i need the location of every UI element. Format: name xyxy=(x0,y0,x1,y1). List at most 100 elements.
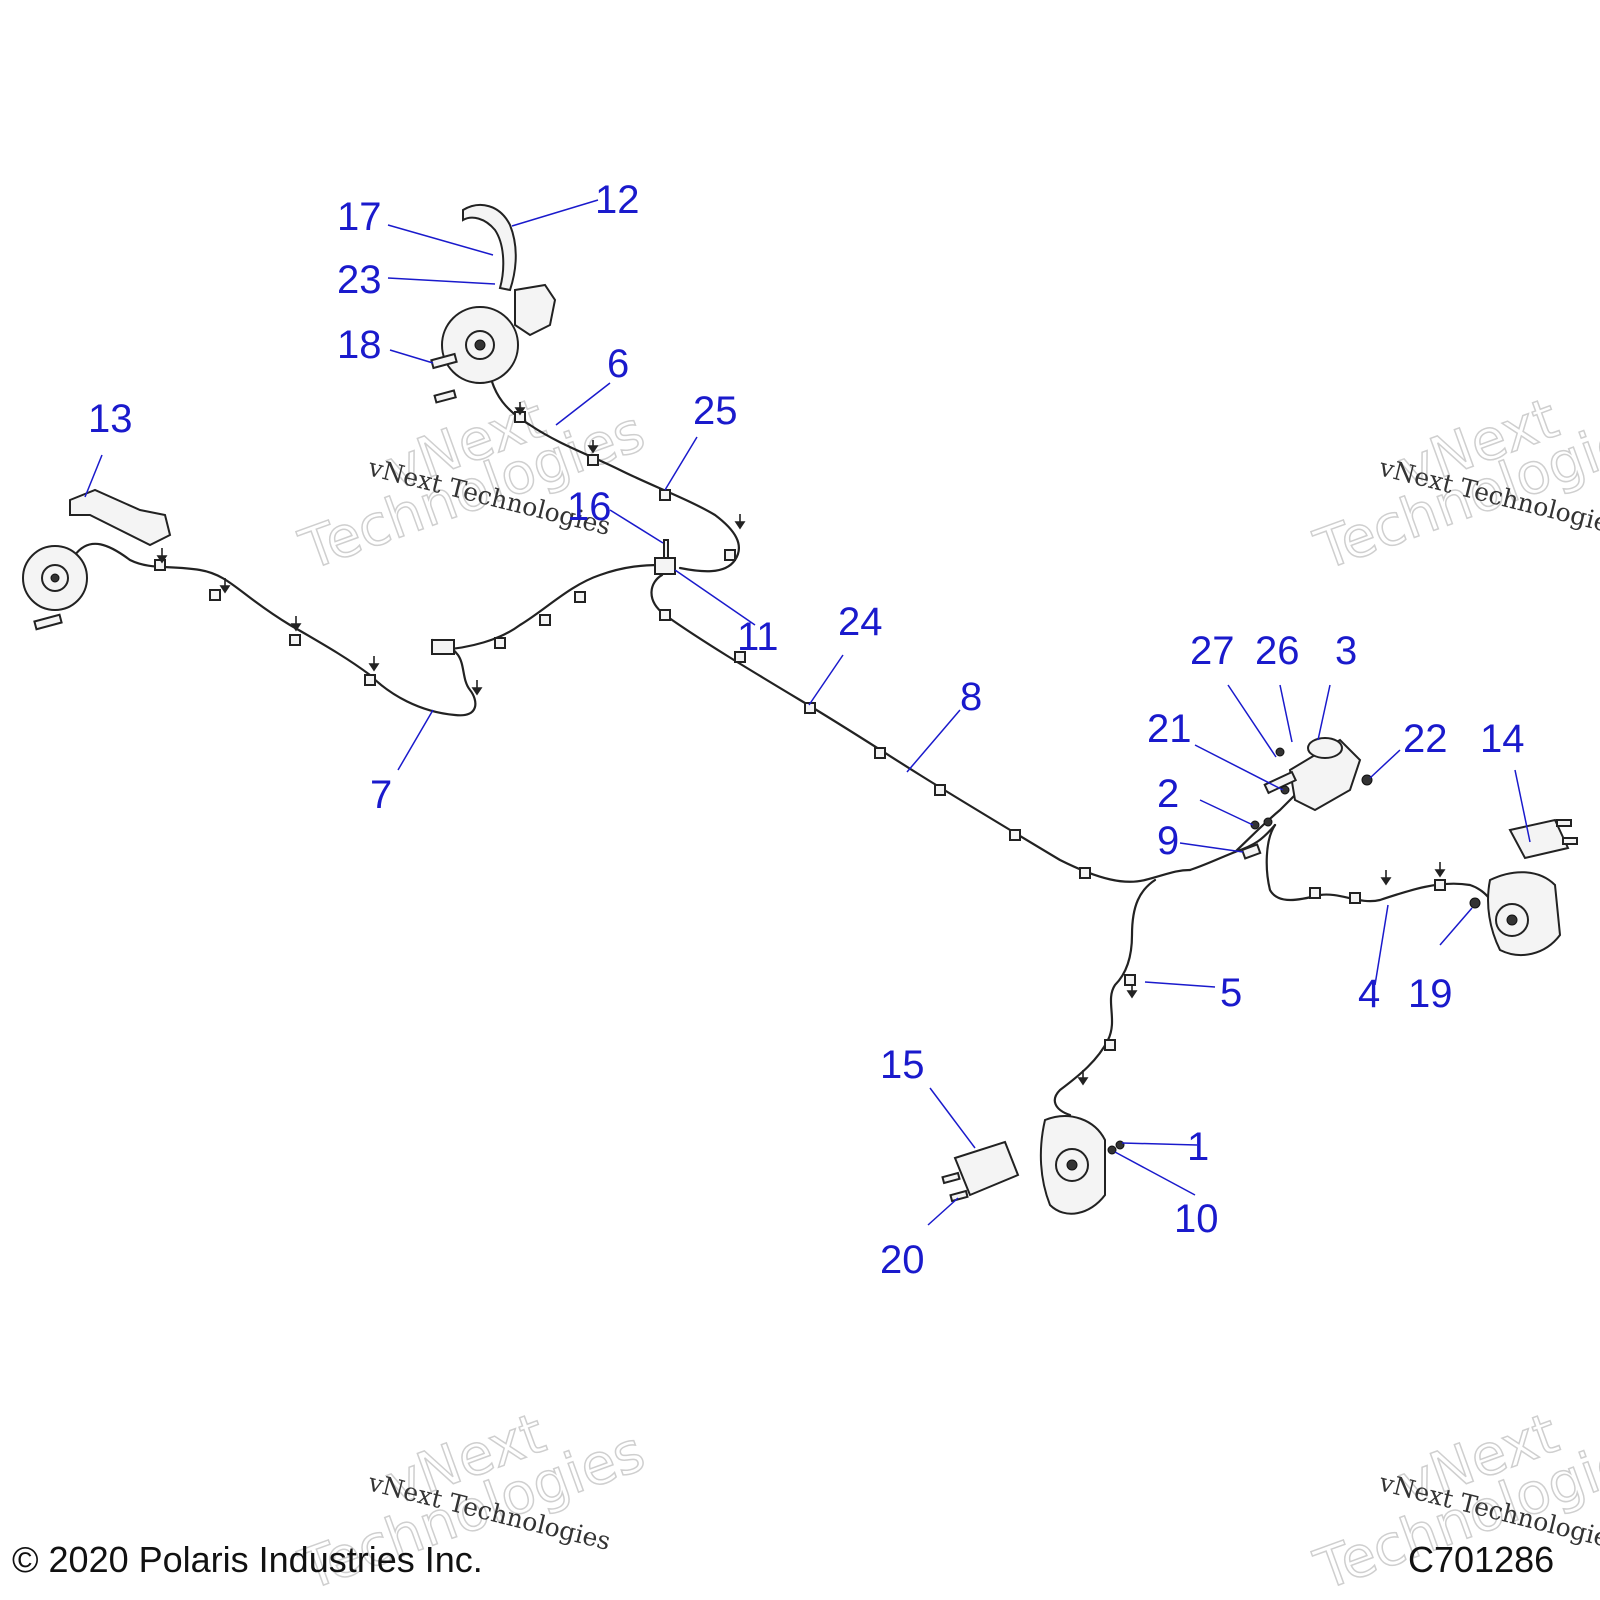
clip xyxy=(734,651,746,663)
callout-14: 14 xyxy=(1480,717,1525,761)
part-11-junction-block xyxy=(654,539,676,575)
leader-17 xyxy=(387,224,494,256)
clip xyxy=(1079,867,1091,879)
line-clips xyxy=(154,411,1446,1051)
leader-27 xyxy=(1227,684,1277,758)
leader-12 xyxy=(511,199,599,227)
callout-22: 22 xyxy=(1403,717,1448,761)
leader-20 xyxy=(927,1197,959,1226)
leader-5 xyxy=(1144,981,1216,988)
callout-2: 2 xyxy=(1157,772,1179,816)
callout-6: 6 xyxy=(607,342,629,386)
callout-17: 17 xyxy=(337,195,382,239)
clip xyxy=(209,589,221,601)
callout-23: 23 xyxy=(337,258,382,302)
leader-10 xyxy=(1114,1151,1196,1196)
leader-11 xyxy=(674,569,756,626)
callout-24: 24 xyxy=(838,600,883,644)
part-15-shield xyxy=(941,1140,1020,1203)
down-arrow-icon xyxy=(1380,870,1392,886)
clip xyxy=(1124,974,1136,986)
brake-line-7 xyxy=(73,542,477,717)
down-arrow-icon xyxy=(587,440,599,454)
brake-line-5 xyxy=(1053,878,1157,1117)
leader-24 xyxy=(808,654,844,706)
part-fittings xyxy=(1240,785,1290,860)
brake-lines xyxy=(73,373,1497,1117)
down-arrow-icon xyxy=(219,578,231,594)
leader-8 xyxy=(906,709,961,773)
callout-11: 11 xyxy=(737,615,779,659)
callout-8: 8 xyxy=(960,675,982,719)
callout-numbers: 1 2 3 4 5 6 7 8 9 10 11 12 13 14 15 16 1… xyxy=(88,178,1525,1282)
down-arrow-icon xyxy=(1434,862,1446,878)
part-line-bracket xyxy=(431,639,455,655)
part-12-shield xyxy=(462,204,517,292)
leader-21 xyxy=(1194,744,1284,791)
watermark-group: vNext Technologies vNext Technologies vN… xyxy=(291,385,1600,1600)
clip xyxy=(494,637,506,649)
leader-7 xyxy=(397,709,434,771)
clip xyxy=(574,591,586,603)
brake-line-9 xyxy=(1188,823,1277,872)
fastener-arrows xyxy=(156,402,1446,1086)
clip xyxy=(539,614,551,626)
callout-10: 10 xyxy=(1174,1197,1219,1241)
leader-15 xyxy=(929,1087,976,1149)
clip xyxy=(874,747,886,759)
down-arrow-icon xyxy=(514,402,526,416)
callout-15: 15 xyxy=(880,1043,925,1087)
callout-13: 13 xyxy=(88,397,133,441)
callout-4: 4 xyxy=(1358,972,1380,1016)
figure-code: C701286 xyxy=(1408,1539,1554,1580)
leader-13 xyxy=(84,454,103,498)
clip xyxy=(364,674,376,686)
part-front-caliper xyxy=(1039,1115,1125,1215)
callout-27: 27 xyxy=(1190,629,1235,673)
brake-line-junction-left xyxy=(438,563,662,652)
callout-7: 7 xyxy=(370,773,392,817)
leader-9 xyxy=(1179,842,1244,853)
callout-9: 9 xyxy=(1157,819,1179,863)
clip xyxy=(1104,1039,1116,1051)
leader-25 xyxy=(664,436,698,491)
down-arrow-icon xyxy=(290,616,302,632)
clip xyxy=(1349,892,1361,904)
clip xyxy=(1009,829,1021,841)
callout-18: 18 xyxy=(337,323,382,367)
leader-1 xyxy=(1121,1142,1198,1146)
down-arrow-icon xyxy=(471,680,483,696)
callout-21: 21 xyxy=(1147,707,1192,751)
leader-19 xyxy=(1439,907,1473,946)
part-right-caliper xyxy=(1469,871,1562,956)
down-arrow-icon xyxy=(734,514,746,530)
leader-4 xyxy=(1374,904,1389,986)
part-3-master-cylinder xyxy=(1263,737,1373,812)
clip xyxy=(659,609,671,621)
callout-3: 3 xyxy=(1335,629,1357,673)
part-upper-caliper xyxy=(430,283,557,404)
leader-3 xyxy=(1317,684,1331,741)
callout-26: 26 xyxy=(1255,629,1300,673)
copyright-text: © 2020 Polaris Industries Inc. xyxy=(12,1539,483,1580)
clip xyxy=(659,489,671,501)
down-arrow-icon xyxy=(368,656,380,672)
callout-25: 25 xyxy=(693,389,738,433)
clip xyxy=(934,784,946,796)
clip xyxy=(1309,887,1321,899)
callout-12: 12 xyxy=(595,178,640,222)
leader-18 xyxy=(389,349,434,364)
clip xyxy=(587,454,599,466)
leader-lines xyxy=(84,199,1531,1226)
part-13-bracket xyxy=(69,488,172,547)
leader-2 xyxy=(1199,799,1254,826)
down-arrow-icon xyxy=(1077,1070,1089,1086)
leader-26 xyxy=(1279,684,1293,743)
callout-5: 5 xyxy=(1220,971,1242,1015)
leader-14 xyxy=(1514,769,1531,843)
callout-16: 16 xyxy=(567,485,612,529)
leader-6 xyxy=(555,382,611,426)
leader-23 xyxy=(387,277,496,285)
